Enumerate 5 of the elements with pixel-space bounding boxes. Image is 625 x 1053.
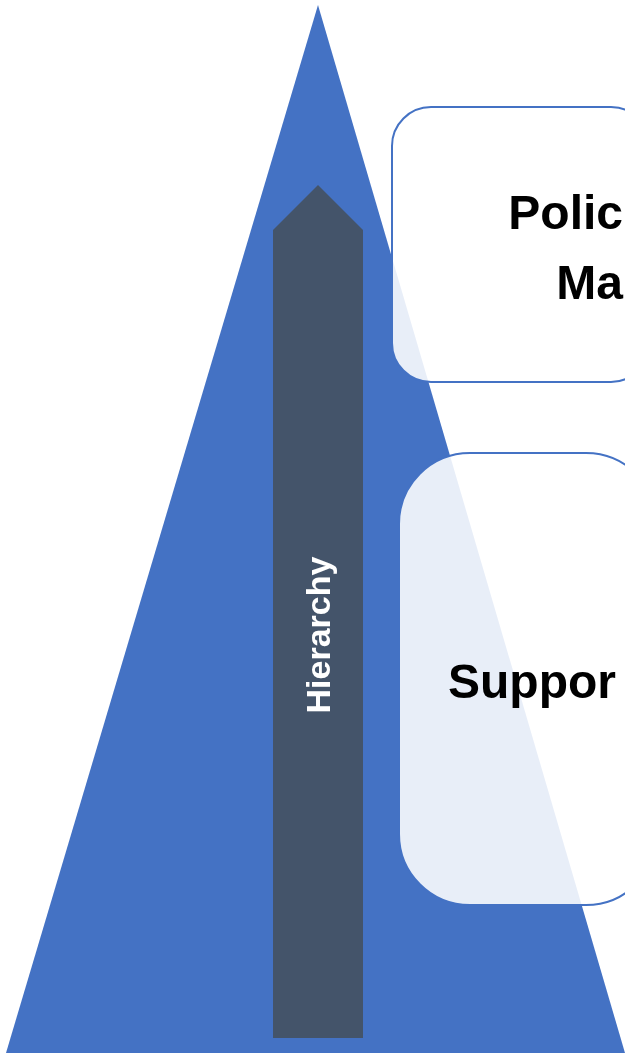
arrow-label: Hierarchy	[298, 556, 338, 714]
rounded-box	[391, 106, 625, 383]
rounded-box	[398, 452, 625, 906]
box-label: Suppor	[448, 654, 616, 710]
box-label: Polic Ma	[507, 185, 623, 311]
